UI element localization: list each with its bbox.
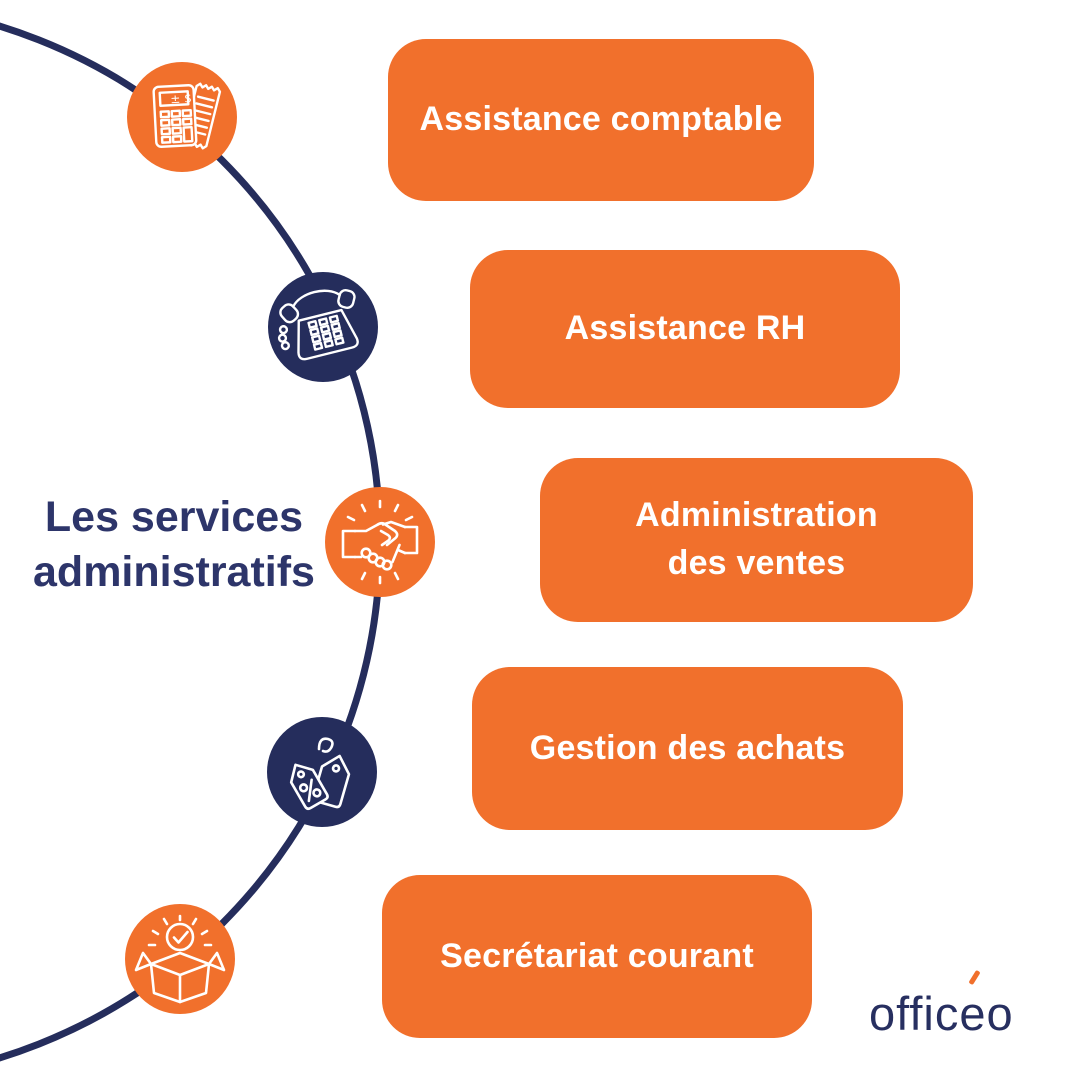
service-pill-assistance-rh: Assistance RH <box>470 250 900 408</box>
telephone-icon <box>277 289 359 361</box>
page-title-line2: administratifs <box>33 548 315 597</box>
handshake-icon <box>341 499 419 585</box>
service-icon-circle-ventes <box>325 487 435 597</box>
service-pill-label: Administration des ventes <box>635 496 878 582</box>
logo-letter-e: e <box>959 969 986 1041</box>
service-pill-label: Assistance comptable <box>419 100 783 139</box>
open-box-check-icon <box>134 914 226 1004</box>
service-pill-assistance-comptable: Assistance comptable <box>388 39 814 201</box>
price-tags-icon <box>289 737 351 811</box>
page-title: Les services administratifs <box>0 490 348 600</box>
service-pill-gestion-achats: Gestion des achats <box>472 667 903 830</box>
service-pill-label: Secrétariat courant <box>440 936 754 975</box>
service-pill-secretariat-courant: Secrétariat courant <box>382 875 812 1038</box>
service-pill-label: Gestion des achats <box>529 728 846 767</box>
page-title-line1: Les services <box>44 493 304 541</box>
service-icon-circle-rh <box>268 272 378 382</box>
logo-text-suffix: o <box>986 987 1014 1040</box>
service-icon-circle-achats <box>267 717 377 827</box>
service-pill-administration-ventes: Administration des ventes <box>540 458 973 622</box>
calculator-receipt-icon: ± $ <box>152 82 222 150</box>
service-pill-label: Assistance RH <box>564 309 806 348</box>
logo-text-prefix: offic <box>869 987 960 1040</box>
service-icon-circle-comptable: ± $ <box>127 62 237 172</box>
svg-text:± $: ± $ <box>170 91 192 106</box>
service-icon-circle-secretariat <box>125 904 235 1014</box>
